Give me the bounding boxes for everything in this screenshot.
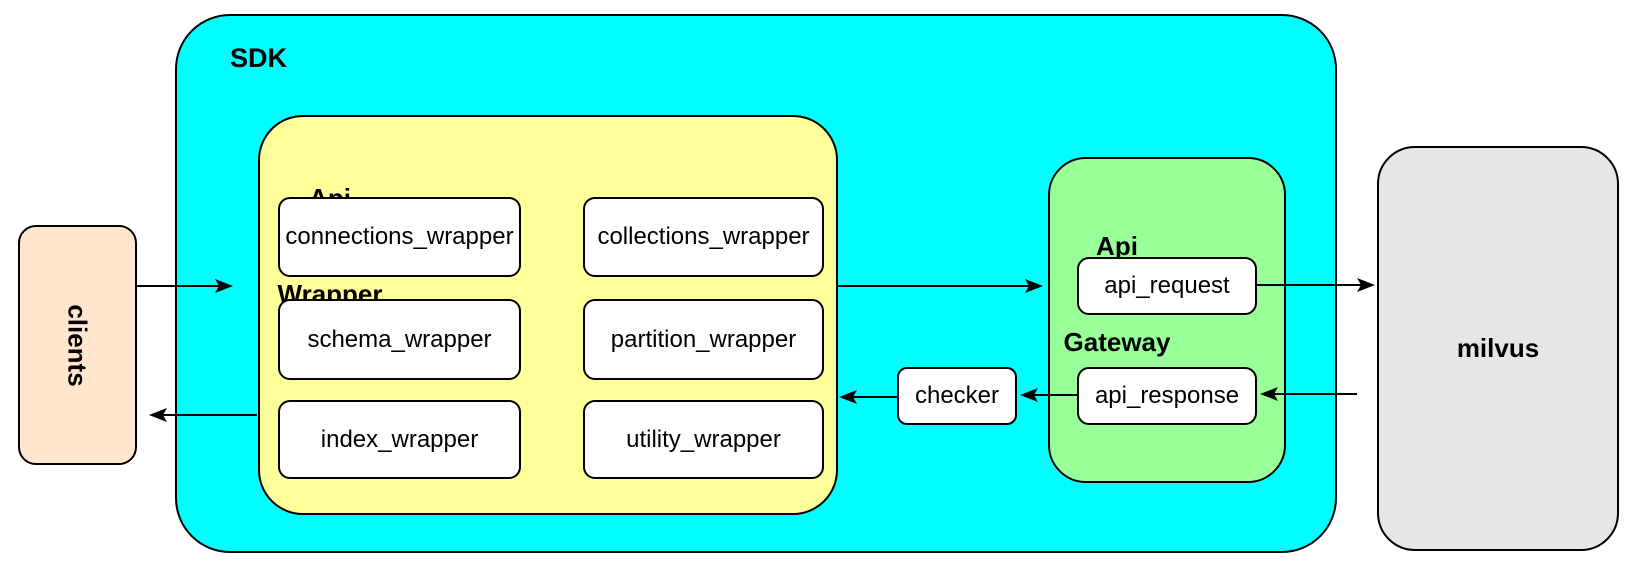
api-gateway-container	[1048, 157, 1286, 483]
api-request-label: api_request	[1104, 272, 1230, 299]
sdk-label: SDK	[230, 43, 288, 73]
node-api-response: api_response	[1077, 367, 1257, 425]
node-schema-wrapper: schema_wrapper	[278, 299, 521, 380]
node-checker: checker	[897, 367, 1017, 425]
partition-wrapper-label: partition_wrapper	[610, 325, 797, 353]
api-gateway-label-line1: Api	[1096, 231, 1138, 261]
arrowhead-icon	[149, 408, 167, 422]
api-response-label: api_response	[1094, 382, 1240, 409]
node-milvus: milvus	[1377, 146, 1619, 551]
arrowhead-icon	[1357, 278, 1375, 292]
node-connections-wrapper: connections_wrapper	[278, 197, 521, 277]
connections-wrapper-label: connections_wrapper	[285, 223, 514, 250]
index-wrapper-label: index_wrapper	[320, 425, 479, 453]
node-index-wrapper: index_wrapper	[278, 400, 521, 479]
api-gateway-label: Api Gateway	[1061, 166, 1173, 422]
node-partition-wrapper: partition_wrapper	[583, 299, 824, 380]
milvus-label: milvus	[1456, 333, 1540, 363]
node-collections-wrapper: collections_wrapper	[583, 197, 824, 277]
node-utility-wrapper: utility_wrapper	[583, 400, 824, 479]
api-gateway-label-line2: Gateway	[1063, 327, 1171, 357]
checker-label: checker	[914, 382, 1000, 409]
node-clients: clients	[18, 225, 137, 465]
schema-wrapper-label: schema_wrapper	[307, 325, 492, 353]
collections-wrapper-label: collections_wrapper	[597, 223, 810, 250]
utility-wrapper-label: utility_wrapper	[626, 425, 781, 453]
clients-label: clients	[63, 303, 93, 387]
node-api-request: api_request	[1077, 257, 1257, 315]
